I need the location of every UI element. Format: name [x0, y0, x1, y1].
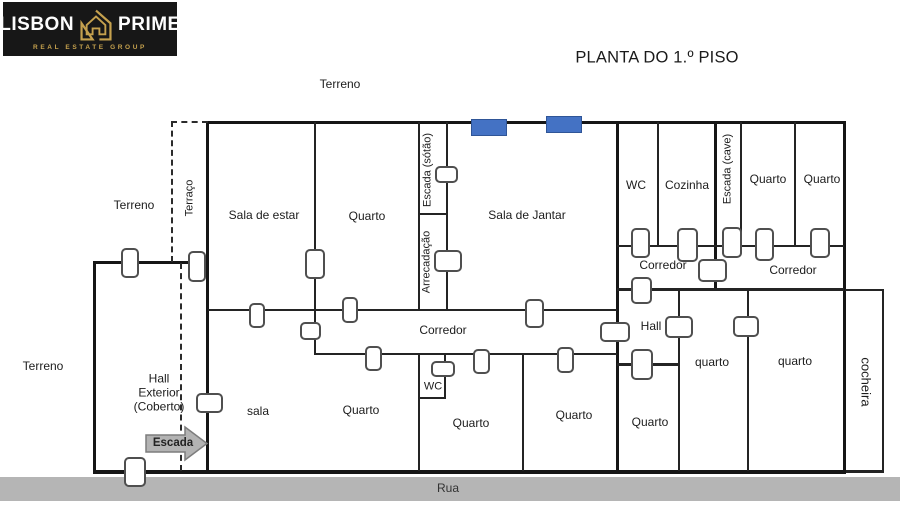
- street-label: Rua: [436, 481, 460, 496]
- label-sala: sala: [246, 404, 270, 419]
- door-marker: [631, 228, 650, 258]
- door-marker: [435, 166, 458, 183]
- label-quarto-top-1: Quarto: [749, 172, 787, 187]
- wall: [616, 121, 619, 472]
- label-quarto-bottom-2: Quarto: [452, 416, 490, 431]
- label-terraco: Terraço: [183, 179, 196, 217]
- door-marker: [665, 316, 693, 338]
- wall: [446, 122, 448, 310]
- page-title: PLANTA DO 1.º PISO: [575, 48, 739, 67]
- label-terreno-top: Terreno: [319, 77, 361, 92]
- label-corredor-right-1: Corredor: [639, 258, 687, 273]
- door-marker: [525, 299, 544, 328]
- door-marker: [557, 347, 574, 373]
- wall: [206, 121, 846, 124]
- door-marker: [249, 303, 265, 328]
- dashed-boundary: [171, 121, 208, 123]
- door-marker: [677, 228, 698, 262]
- wall: [657, 122, 659, 246]
- wall: [93, 470, 846, 474]
- door-marker: [305, 249, 325, 279]
- door-marker: [631, 277, 652, 304]
- label-sala-de-estar: Sala de estar: [228, 208, 300, 223]
- door-marker: [722, 227, 742, 258]
- wall: [678, 289, 680, 471]
- door-marker: [698, 259, 727, 282]
- door-marker: [733, 316, 759, 337]
- door-marker: [365, 346, 382, 371]
- logo-tagline: REAL ESTATE GROUP: [33, 43, 147, 51]
- street-bar: Rua: [0, 477, 900, 501]
- door-marker: [600, 322, 630, 342]
- label-cocheira: cocheira: [858, 357, 874, 407]
- wall: [206, 121, 209, 473]
- door-marker: [631, 349, 653, 380]
- label-hall-exterior: Hall Exterior (Coberto): [134, 372, 185, 413]
- door-marker: [342, 297, 358, 323]
- label-escada-cave: Escada (cave): [721, 133, 734, 205]
- label-corredor-main: Corredor: [419, 323, 467, 338]
- wall: [522, 353, 524, 471]
- house-icon: [80, 9, 112, 41]
- wall: [747, 290, 749, 471]
- window-marker: [546, 116, 582, 133]
- label-hall-exterior-line3: (Coberto): [133, 398, 185, 413]
- door-marker: [434, 250, 462, 272]
- wall: [882, 289, 884, 471]
- label-hall: Hall: [640, 319, 662, 334]
- wall: [846, 470, 884, 473]
- wall: [208, 309, 617, 311]
- wall: [617, 288, 844, 291]
- dashed-boundary: [171, 121, 173, 262]
- wall: [740, 122, 742, 246]
- lisbon-prime-logo: LISBON PRIME REAL ESTATE GROUP: [0, 2, 180, 56]
- door-marker: [431, 361, 455, 377]
- wall: [794, 122, 796, 246]
- door-marker: [196, 393, 223, 413]
- label-quarto-mid-1: quarto: [694, 355, 730, 370]
- logo-brand-left: LISBON: [0, 13, 75, 35]
- label-terreno-low: Terreno: [22, 359, 64, 374]
- label-corredor-right-2: Corredor: [769, 263, 817, 278]
- door-marker: [300, 322, 321, 340]
- label-cozinha: Cozinha: [664, 178, 710, 193]
- door-marker: [121, 248, 139, 278]
- wall: [314, 353, 617, 355]
- escada-arrow-label: Escada: [152, 437, 194, 449]
- label-arrecadacao: Arrecadação: [420, 230, 433, 294]
- label-escada-sotao: Escada (sótão): [421, 133, 434, 207]
- label-quarto-top-2: Quarto: [803, 172, 841, 187]
- door-marker: [755, 228, 774, 261]
- label-quarto-bottom-1: Quarto: [342, 403, 380, 418]
- wall: [314, 122, 316, 310]
- wall: [418, 353, 420, 471]
- wall: [418, 397, 446, 399]
- wall: [418, 122, 420, 310]
- label-quarto-bottom-4: Quarto: [631, 415, 669, 430]
- label-quarto-top-left: Quarto: [348, 209, 386, 224]
- label-quarto-mid-2: quarto: [777, 354, 813, 369]
- window-marker: [471, 119, 507, 136]
- wall: [845, 289, 884, 291]
- label-wc-bottom: WC: [423, 380, 443, 393]
- door-marker: [124, 457, 146, 487]
- logo-brand-right: PRIME: [118, 13, 181, 35]
- wall: [714, 121, 717, 291]
- door-marker: [810, 228, 830, 258]
- door-marker: [188, 251, 206, 282]
- label-hall-exterior-line1: Hall: [148, 371, 170, 386]
- dashed-boundary: [180, 263, 182, 471]
- wall: [418, 213, 448, 215]
- escada-arrow: [145, 425, 209, 462]
- label-quarto-bottom-3: Quarto: [555, 408, 593, 423]
- wall: [843, 121, 846, 473]
- door-marker: [473, 349, 490, 374]
- label-sala-de-jantar: Sala de Jantar: [488, 208, 566, 223]
- label-terreno-mid: Terreno: [113, 198, 155, 213]
- label-hall-exterior-line2: Exterior: [138, 385, 180, 400]
- label-wc-top: WC: [626, 178, 646, 193]
- wall: [93, 261, 96, 472]
- wall: [93, 261, 209, 264]
